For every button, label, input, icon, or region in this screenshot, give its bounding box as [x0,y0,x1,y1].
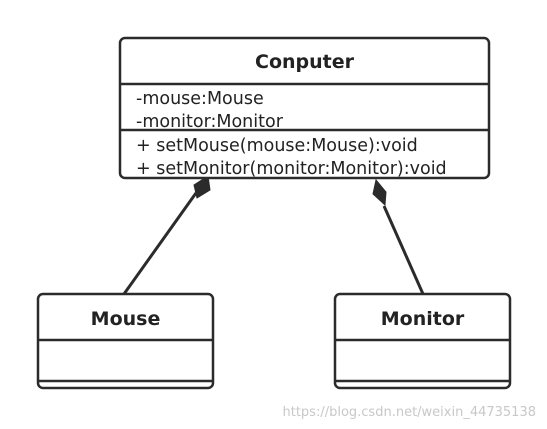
class-monitor-name: Monitor [381,308,465,330]
class-computer[interactable]: Conputer -mouse:Mouse -monitor:Monitor +… [118,36,491,180]
class-computer-name: Conputer [255,51,355,73]
class-computer-operation: + setMonitor(monitor:Monitor):void [136,159,447,179]
class-monitor[interactable]: Monitor [333,292,512,390]
composition-computer-mouse[interactable] [122,175,211,295]
class-mouse-name: Mouse [91,308,161,330]
class-computer-attribute: -monitor:Monitor [136,112,284,132]
watermark-text: https://blog.csdn.net/weixin_44735138 [282,405,536,420]
composition-diamond-mouse [193,175,211,199]
association-line-monitor [382,205,425,295]
association-line-mouse [122,192,198,295]
class-mouse[interactable]: Mouse [36,292,215,390]
class-computer-attribute: -mouse:Mouse [136,89,264,109]
composition-computer-monitor[interactable] [372,178,425,295]
class-computer-frame [118,36,491,180]
composition-diamond-monitor [372,178,387,207]
class-computer-operation: + setMouse(mouse:Mouse):void [136,136,418,156]
